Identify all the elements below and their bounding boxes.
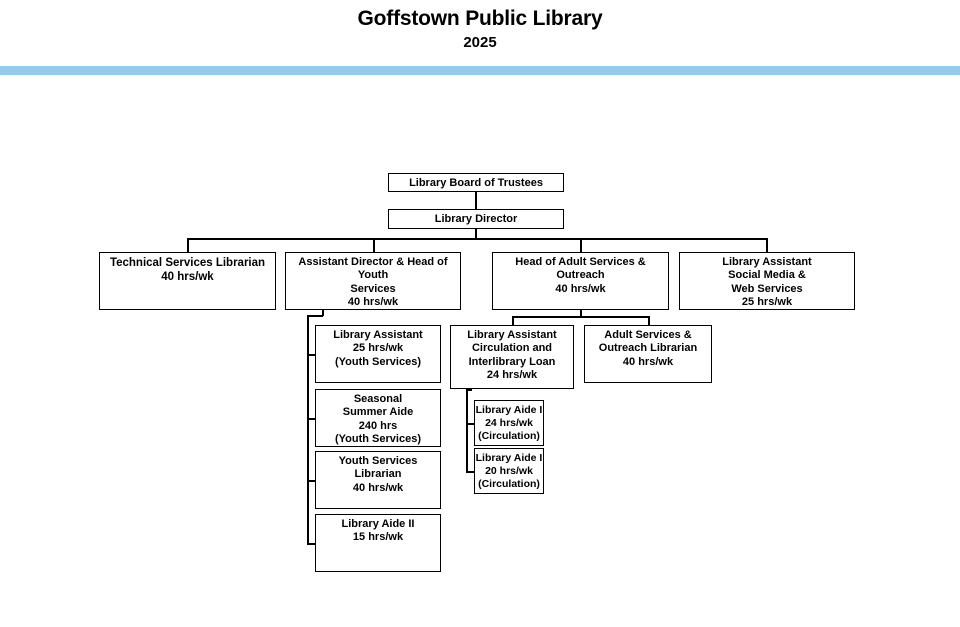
- connector-stub-library-aide-i-24: [466, 423, 475, 425]
- connector-stub-youth-services-librarian: [307, 480, 316, 482]
- page-title: Goffstown Public Library: [357, 7, 603, 30]
- connector-adult-bus: [512, 316, 648, 318]
- node-seasonal-summer-aide[interactable]: Seasonal Summer Aide 240 hrs (Youth Serv…: [315, 389, 441, 447]
- connector-circulation-trunk: [466, 389, 468, 473]
- connector-stub-library-assistant-youth: [307, 354, 316, 356]
- connector-youth-trunk-top: [307, 315, 323, 317]
- node-label: Library Aide I 20 hrs/wk (Circulation): [475, 452, 543, 490]
- node-library-board-of-trustees[interactable]: Library Board of Trustees: [388, 173, 564, 192]
- connector-drop-library-assistant-circulation: [512, 316, 514, 325]
- node-library-aide-i-circulation-24[interactable]: Library Aide I 24 hrs/wk (Circulation): [474, 400, 544, 446]
- node-library-aide-ii[interactable]: Library Aide II 15 hrs/wk: [315, 514, 441, 572]
- connector-drop-assistant-director: [373, 238, 375, 252]
- node-label: Youth Services Librarian 40 hrs/wk: [338, 455, 418, 494]
- connector-board-to-director: [475, 192, 477, 209]
- node-youth-services-librarian[interactable]: Youth Services Librarian 40 hrs/wk: [315, 451, 441, 509]
- connector-drop-adult-services-librarian: [648, 316, 650, 325]
- connector-assistant-director-stem: [322, 310, 324, 316]
- connector-stub-seasonal-summer-aide: [307, 418, 316, 420]
- connector-youth-trunk: [307, 315, 309, 543]
- accent-bar-divider: [0, 66, 960, 75]
- node-label: Adult Services & Outreach Librarian 40 h…: [598, 329, 698, 368]
- node-label: Library Aide I 24 hrs/wk (Circulation): [475, 404, 543, 442]
- node-library-assistant-youth-services[interactable]: Library Assistant 25 hrs/wk (Youth Servi…: [315, 325, 441, 383]
- node-label: Library Assistant Social Media & Web Ser…: [722, 256, 812, 309]
- chart-year-label: 2025: [463, 34, 497, 51]
- connector-drop-head-adult-services: [580, 238, 582, 252]
- node-label: Library Director: [434, 213, 518, 225]
- node-technical-services-librarian[interactable]: Technical Services Librarian 40 hrs/wk: [99, 252, 276, 310]
- node-label: Assistant Director & Head of Youth Servi…: [298, 256, 448, 309]
- connector-level2-bus: [187, 238, 767, 240]
- node-label: Library Aide II 15 hrs/wk: [341, 518, 415, 544]
- connector-stub-library-aide-i-20: [466, 471, 475, 473]
- node-library-assistant-social-media-web-services[interactable]: Library Assistant Social Media & Web Ser…: [679, 252, 855, 310]
- node-head-of-adult-services-outreach[interactable]: Head of Adult Services & Outreach 40 hrs…: [492, 252, 669, 310]
- connector-director-stem: [475, 229, 477, 239]
- node-adult-services-outreach-librarian[interactable]: Adult Services & Outreach Librarian 40 h…: [584, 325, 712, 383]
- chart-header: Goffstown Public Library 2025: [0, 0, 960, 62]
- connector-stub-library-aide-ii: [307, 543, 316, 545]
- node-library-aide-i-circulation-20[interactable]: Library Aide I 20 hrs/wk (Circulation): [474, 448, 544, 494]
- node-assistant-director-head-of-youth-services[interactable]: Assistant Director & Head of Youth Servi…: [285, 252, 461, 310]
- connector-head-adult-stem: [580, 310, 582, 317]
- node-library-director[interactable]: Library Director: [388, 209, 564, 229]
- node-label: Technical Services Librarian 40 hrs/wk: [109, 257, 266, 284]
- node-label: Library Board of Trustees: [409, 177, 543, 189]
- node-label: Library Assistant 25 hrs/wk (Youth Servi…: [333, 329, 423, 368]
- connector-drop-library-assistant-social: [766, 238, 768, 252]
- connector-drop-technical-services: [187, 238, 189, 252]
- node-label: Head of Adult Services & Outreach 40 hrs…: [515, 256, 646, 295]
- node-label: Library Assistant Circulation and Interl…: [467, 329, 557, 382]
- node-library-assistant-circulation-interlibrary-loan[interactable]: Library Assistant Circulation and Interl…: [450, 325, 574, 389]
- connector-circulation-trunk-top: [466, 389, 472, 391]
- node-label: Seasonal Summer Aide 240 hrs (Youth Serv…: [335, 393, 421, 446]
